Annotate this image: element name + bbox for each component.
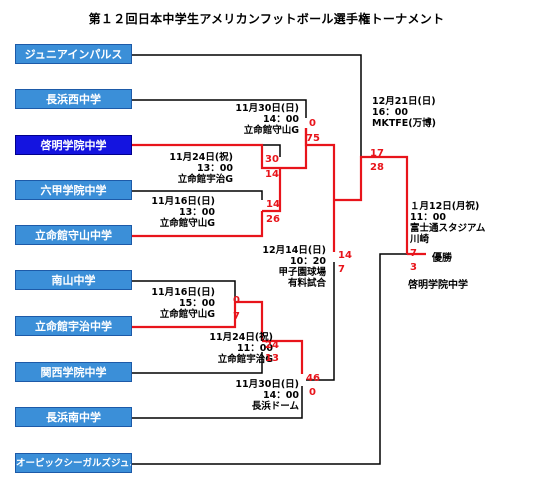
team-box-ritsumeikan-moriyama: 立命館守山中学 (15, 225, 132, 245)
bracket-line-g4-top (132, 280, 236, 302)
bracket-line-g4-winner (132, 302, 237, 329)
score-g2-top: 30 (265, 154, 279, 165)
team-box-obic-seagulls-junior: オーピックシーガルズジュニア (15, 453, 132, 473)
bracket-line-g6-bottom (132, 386, 303, 419)
team-box-nagahama-minami: 長浜南中学 (15, 407, 132, 427)
score-g2-bottom: 14 (265, 169, 279, 180)
champion-label: 優勝 (432, 253, 452, 264)
score-g1-top: 14 (266, 199, 280, 210)
team-box-kwansei-gakuin: 関西学院中学 (15, 362, 132, 382)
score-g3-top: 0 (309, 118, 316, 129)
score-g9-bottom: 3 (410, 262, 417, 273)
champion-team: 啓明学院中学 (408, 280, 468, 291)
page-title: 第１２回日本中学生アメリカンフットボール選手権トーナメント (88, 12, 445, 26)
score-g6-top: 46 (306, 373, 320, 384)
score-g1-bottom: 26 (266, 214, 280, 225)
bracket-line-g7-bottom (306, 262, 335, 381)
score-g8-top: 17 (370, 148, 384, 159)
bracket-line-g8-top (132, 54, 362, 157)
score-g5-bottom: 13 (265, 353, 279, 364)
score-g4-top: 0 (233, 295, 240, 306)
team-box-ritsumeikan-uji: 立命館宇治中学 (15, 316, 132, 336)
bracket-line-g3-winner (132, 128, 308, 170)
score-g5-top: 24 (265, 340, 279, 351)
team-box-nanzan: 南山中学 (15, 270, 132, 290)
bracket-line-g2-winner (262, 168, 282, 213)
score-g7-top: 14 (338, 250, 352, 261)
team-box-rokko-gakuin: 六甲学院中学 (15, 180, 132, 200)
bracket-line-g5-winner (235, 300, 264, 341)
bracket-line-g5-bottom (132, 352, 263, 374)
bracket-line-final-bottom (132, 253, 407, 465)
bracket-line-g1-top (132, 190, 263, 200)
bracket-line-g3-top (132, 99, 307, 118)
bracket-line-g6-winner (262, 339, 304, 374)
score-g7-bottom: 7 (338, 264, 345, 275)
team-box-junior-impulse: ジュニアインパルス (15, 44, 132, 64)
team-box-nagahama-nishi: 長浜西中学 (15, 89, 132, 109)
score-g6-bottom: 0 (309, 387, 316, 398)
bracket-line-g7-winner (304, 128, 336, 252)
team-box-keimei-gakuin: 啓明学院中学 (15, 135, 132, 155)
bracket-line-g8-winner (334, 155, 409, 254)
score-g9-top: 7 (410, 248, 417, 259)
score-g4-bottom: 7 (233, 311, 240, 322)
bracket-line-g1-winner (132, 211, 264, 238)
score-g3-bottom: 75 (306, 133, 320, 144)
score-g8-bottom: 28 (370, 162, 384, 173)
